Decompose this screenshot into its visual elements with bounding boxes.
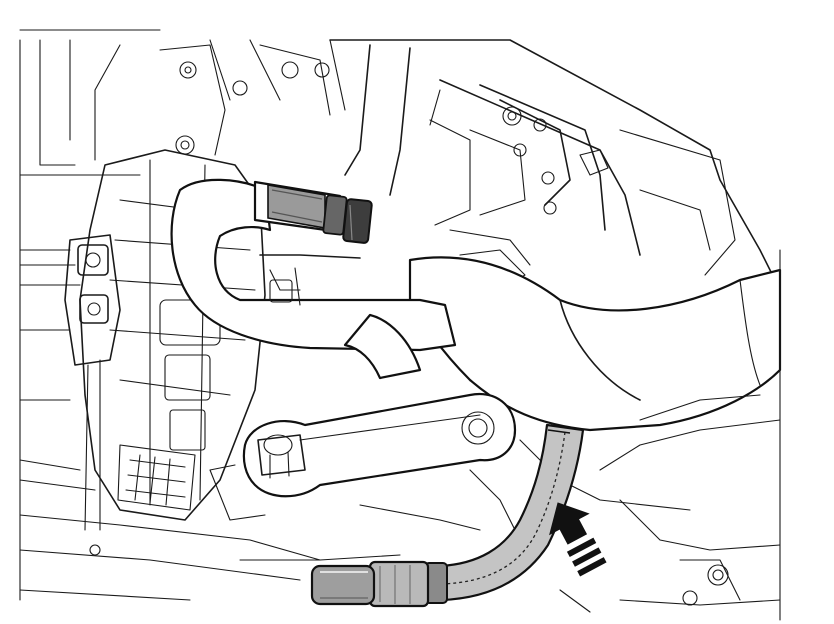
upper-hose <box>170 178 457 380</box>
direction-arrow-icon <box>549 502 607 577</box>
hose-fitting <box>310 560 448 608</box>
background-linework <box>19 29 346 601</box>
air-duct <box>408 256 782 432</box>
upper-bracket <box>329 39 781 291</box>
upper-hose-clamp <box>253 180 373 244</box>
frame-edge-lines <box>19 39 781 621</box>
lower-link-arm <box>209 392 517 521</box>
left-mount-bracket <box>64 234 121 556</box>
